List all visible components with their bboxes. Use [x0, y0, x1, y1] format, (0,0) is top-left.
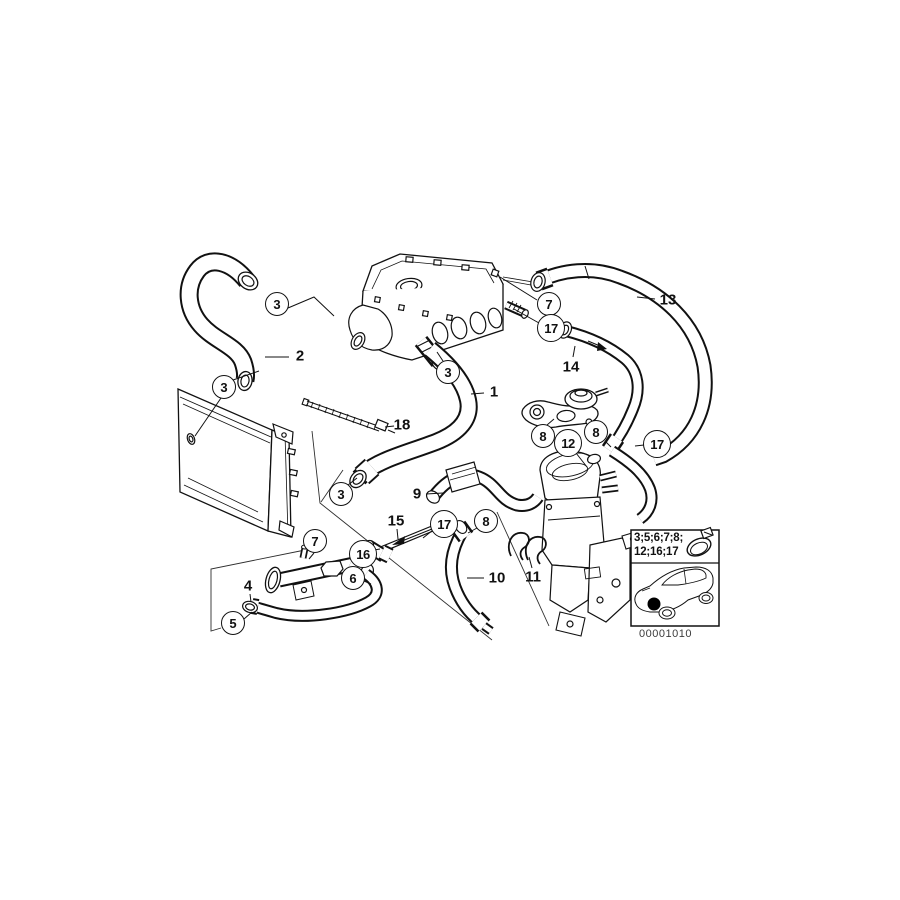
part-callout[interactable]: 6	[341, 566, 365, 590]
radiator-drawing	[177, 387, 300, 538]
part-callout[interactable]: 5	[221, 611, 245, 635]
hose-14-drawing	[557, 321, 658, 524]
hose-2-drawing	[179, 252, 259, 392]
hose-13-drawing	[530, 262, 713, 467]
hose-4-drawing	[242, 569, 383, 622]
legend-codes-line2: 12;16;17	[634, 545, 679, 558]
part-callout[interactable]: 16	[349, 540, 377, 568]
boundary-lines	[210, 430, 550, 641]
part-callout[interactable]: 12	[554, 429, 582, 457]
part-callout[interactable]: 8	[474, 509, 498, 533]
part-number-label[interactable]: 4	[243, 577, 253, 595]
diagram-id-code: 00001010	[639, 628, 692, 640]
part-number-label[interactable]: 18	[393, 416, 411, 434]
part-callout[interactable]: 17	[430, 510, 458, 538]
part-number-label[interactable]: 13	[659, 291, 677, 309]
part-number-label[interactable]: 2	[295, 347, 305, 365]
part-callout[interactable]: 8	[531, 424, 555, 448]
part-callout[interactable]: 8	[584, 420, 608, 444]
part-callout[interactable]: 3	[212, 375, 236, 399]
part-number-label[interactable]: 14	[562, 358, 580, 376]
flange-12-drawing	[521, 387, 609, 429]
part-number-label[interactable]: 10	[488, 569, 506, 587]
part-callout[interactable]: 17	[537, 314, 565, 342]
part-callout[interactable]: 7	[537, 292, 561, 316]
part-callout[interactable]: 3	[265, 292, 289, 316]
part-callout[interactable]: 3	[436, 360, 460, 384]
leader-lines	[194, 276, 656, 620]
car-location-icon	[634, 566, 714, 620]
legend-part-codes: 3;5;6;7;8; 12;16;17	[634, 532, 694, 559]
part-callout[interactable]: 17	[643, 430, 671, 458]
legend-box-drawing	[630, 526, 720, 627]
part-number-label[interactable]: 1	[489, 383, 499, 401]
hose-10-drawing	[445, 520, 494, 635]
hose-9-drawing	[425, 461, 544, 512]
legend-codes-line1: 3;5;6;7;8;	[634, 532, 684, 544]
cable-tie-drawing	[301, 397, 396, 434]
part-number-label[interactable]: 15	[387, 512, 405, 530]
part-number-label[interactable]: 11	[525, 568, 541, 586]
hose-clamp-icon	[686, 526, 714, 557]
part-number-label[interactable]: 9	[412, 485, 422, 503]
location-dot	[647, 597, 661, 611]
part-callout[interactable]: 3	[329, 482, 353, 506]
clips-11-drawing	[507, 532, 547, 565]
part-callout[interactable]: 7	[303, 529, 327, 553]
